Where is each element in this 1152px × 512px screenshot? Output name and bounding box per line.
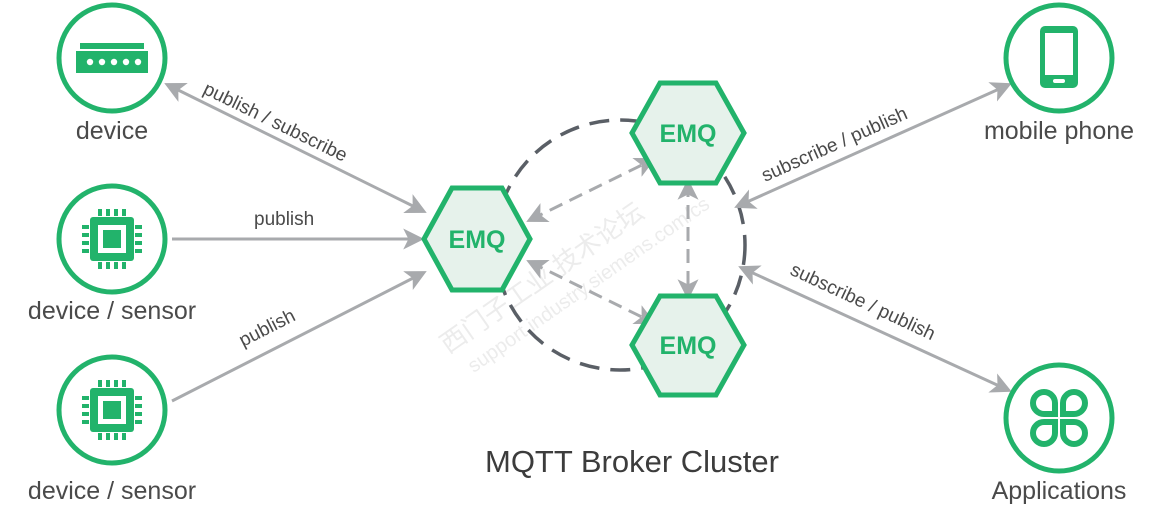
smartphone-icon [1040,26,1078,88]
cluster-title: MQTT Broker Cluster [485,444,779,479]
edge-device-broker [164,83,427,213]
edge-label-device: publish / subscribe [200,79,351,167]
cluster-circle [493,118,747,372]
chip-icon [82,380,142,440]
router-icon [76,43,148,73]
chip-icon [82,209,142,269]
edge-label-apps: subscribe / publish [787,259,939,345]
broker-bottom: EMQ [629,293,747,398]
node-sensor1-label: device / sensor [28,297,196,325]
broker-hexagon [629,293,747,398]
node-device: device [56,2,168,145]
broker-top-label: EMQ [660,120,717,148]
broker-left: EMQ [421,185,533,293]
broker-top: EMQ [629,80,747,186]
node-ring [1003,362,1115,474]
broker-hexagon [629,80,747,186]
edge-sensor2-broker [171,271,427,403]
broker-hexagon [421,185,533,293]
edge-broker-apps [738,265,1012,393]
edge-label-sensor1: publish [254,209,314,230]
node-sensor1: device / sensor [28,183,196,325]
edge-label-sensor2: publish [236,305,299,351]
node-apps-label: Applications [992,477,1127,505]
edge-label-mobile: subscribe / publish [758,103,910,186]
node-apps: Applications [992,362,1127,505]
broker-left-label: EMQ [449,226,506,254]
node-mobile-label: mobile phone [984,117,1134,145]
clover-apps-icon [1030,389,1088,447]
edge-left-bottom [526,259,656,325]
node-sensor2: device / sensor [28,354,196,505]
node-device-label: device [76,117,148,145]
edge-broker-mobile [734,82,1012,209]
edge-left-top [526,157,656,223]
node-sensor2-label: device / sensor [28,477,196,505]
node-mobile: mobile phone [984,2,1134,145]
broker-bottom-label: EMQ [660,332,717,360]
